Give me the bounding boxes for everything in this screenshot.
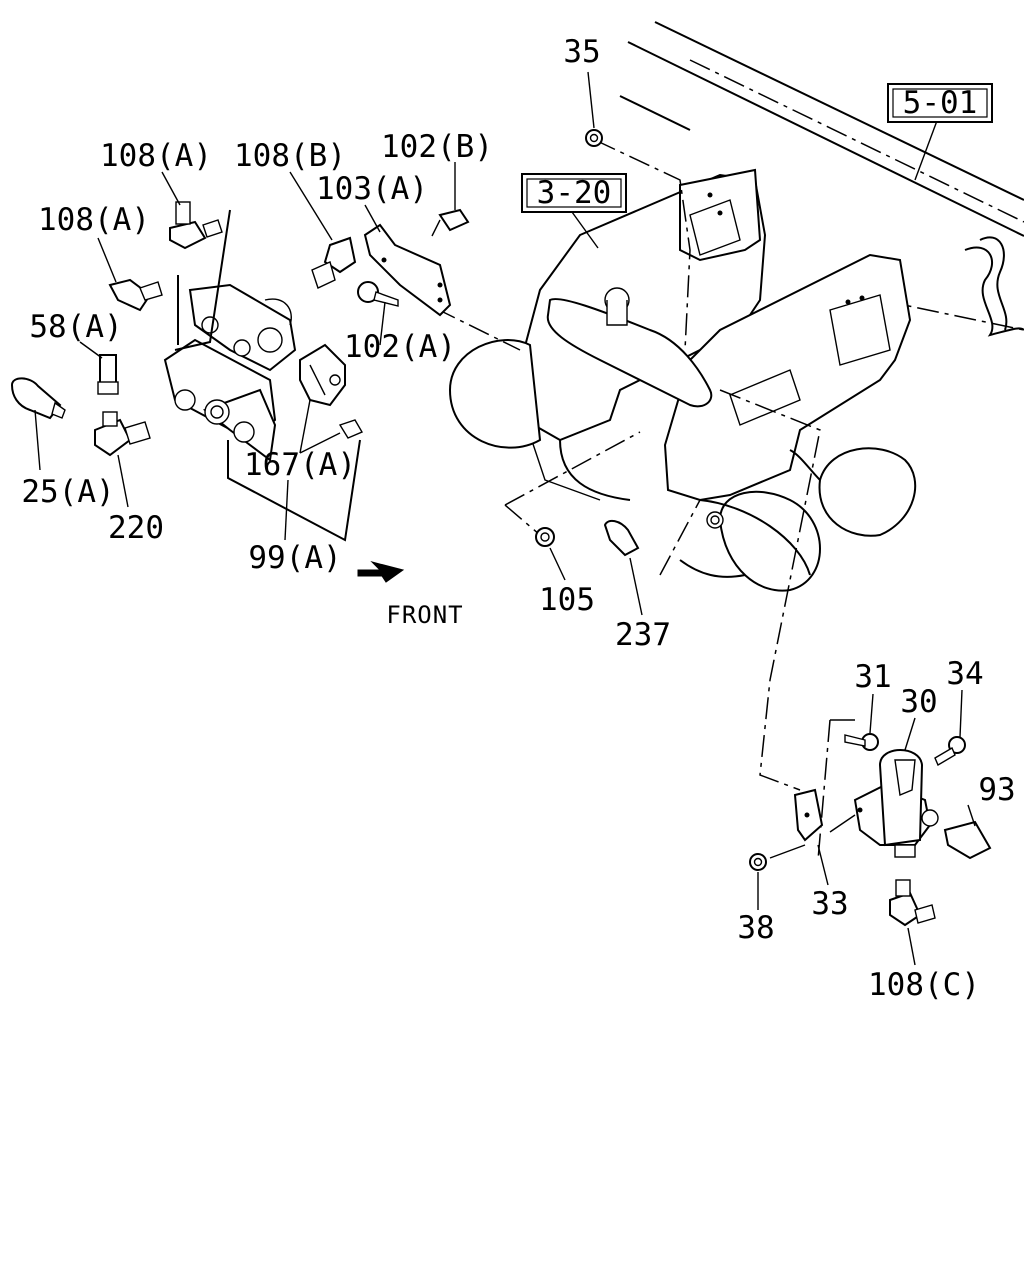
callout-108b[interactable]: 108(B) — [234, 138, 346, 174]
ref-label-3-20: 3-20 — [537, 175, 612, 211]
callout-58a[interactable]: 58(A) — [29, 309, 122, 345]
callout-labels: 35 108(A) 108(B) 102(B) 103(A) 108(A) 58… — [21, 34, 1015, 1003]
frame-rail — [619, 21, 1024, 337]
callout-220[interactable]: 220 — [108, 510, 164, 546]
valve-bracket — [299, 343, 346, 407]
air-tanks — [448, 339, 917, 592]
callout-25a[interactable]: 25(A) — [21, 474, 114, 510]
callout-33[interactable]: 33 — [811, 886, 848, 922]
relay-valve-assembly — [163, 283, 297, 462]
callout-108a-top[interactable]: 108(A) — [100, 138, 212, 174]
callout-237[interactable]: 237 — [615, 617, 671, 653]
front-label: FRONT — [386, 601, 463, 629]
callout-35[interactable]: 35 — [563, 34, 600, 70]
mounting-bracket — [363, 223, 452, 317]
callout-leaders — [34, 71, 976, 966]
fittings — [10, 129, 640, 557]
pressure-valve-30 — [749, 733, 992, 927]
callout-38[interactable]: 38 — [737, 910, 774, 946]
callout-93[interactable]: 93 — [978, 772, 1015, 808]
callout-102a[interactable]: 102(A) — [344, 329, 456, 365]
ref-box-3-20[interactable]: 3-20 — [521, 173, 627, 213]
callout-108a-left[interactable]: 108(A) — [38, 202, 150, 238]
callout-99a[interactable]: 99(A) — [248, 540, 341, 576]
tank-bracket — [518, 168, 912, 502]
callout-108c[interactable]: 108(C) — [868, 967, 980, 1003]
leader-lines — [434, 139, 855, 861]
callout-31[interactable]: 31 — [854, 659, 891, 695]
callout-102b[interactable]: 102(B) — [381, 129, 493, 165]
ref-box-5-01[interactable]: 5-01 — [887, 83, 993, 123]
callout-34[interactable]: 34 — [946, 656, 983, 692]
callout-105[interactable]: 105 — [539, 582, 595, 618]
callout-30[interactable]: 30 — [900, 684, 937, 720]
ref-label-5-01: 5-01 — [903, 85, 978, 121]
callout-167a[interactable]: 167(A) — [244, 447, 356, 483]
front-arrow — [357, 561, 405, 583]
callout-103a[interactable]: 103(A) — [316, 171, 428, 207]
